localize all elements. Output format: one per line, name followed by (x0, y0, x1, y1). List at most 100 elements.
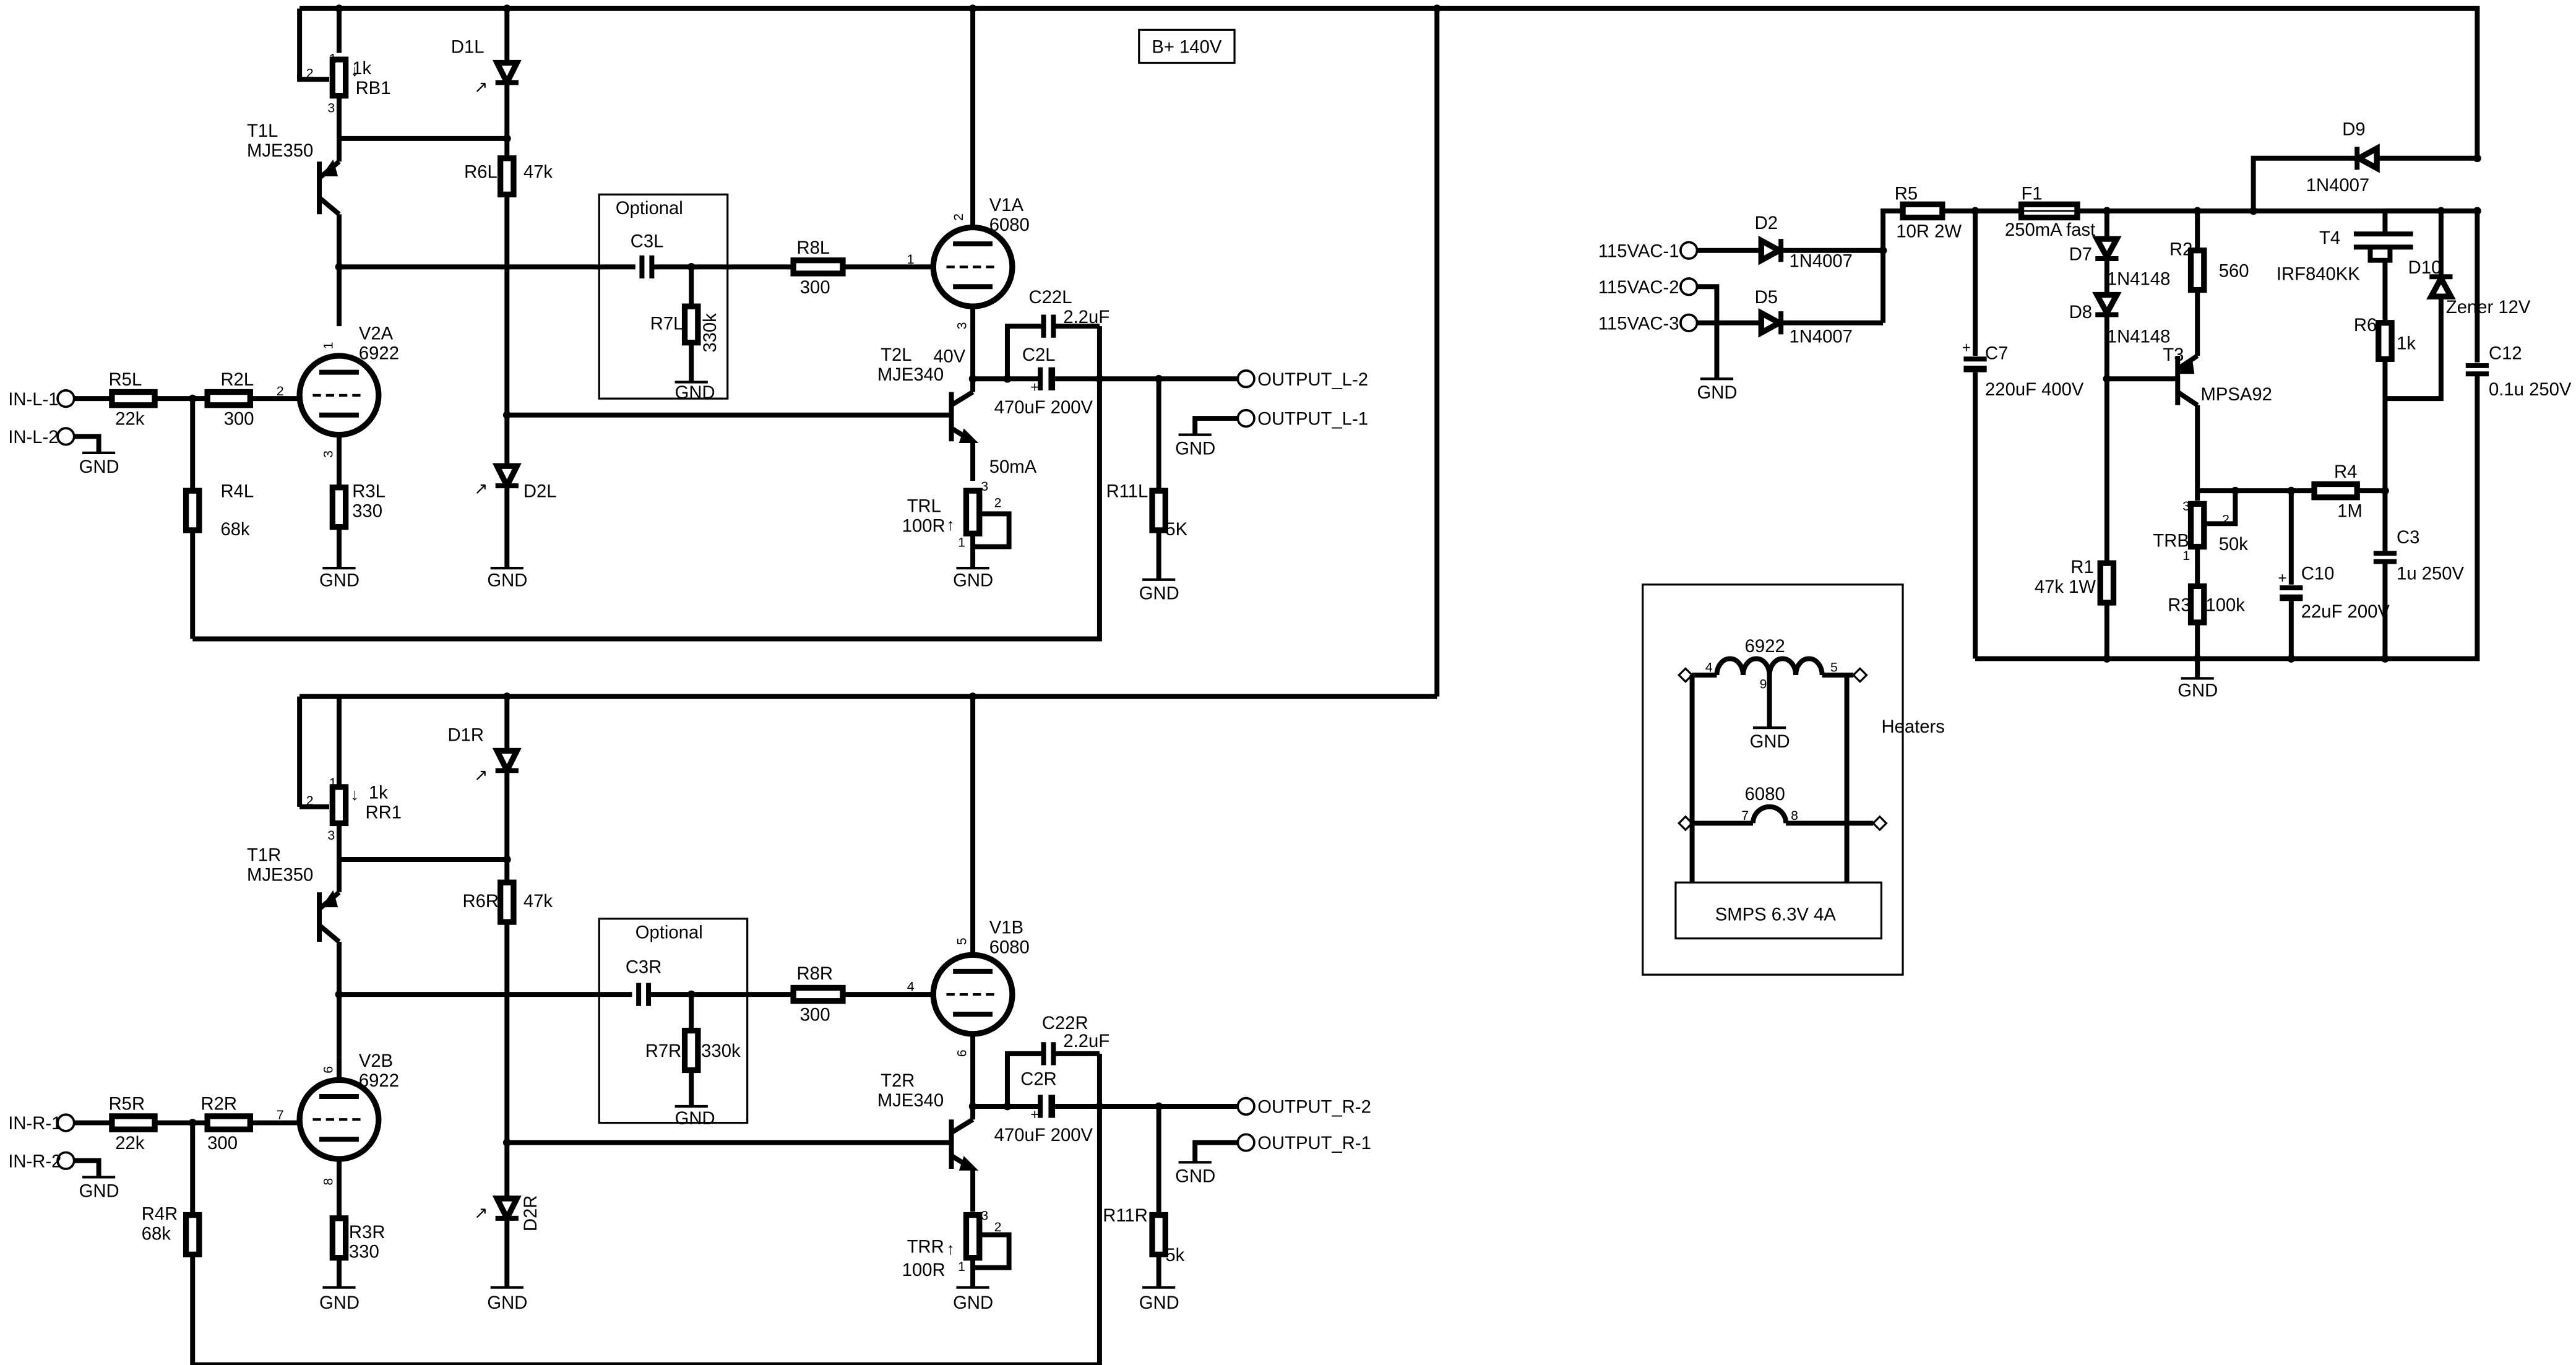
d8-value: 1N4148 (2107, 327, 2170, 347)
output-l-1-label: OUTPUT_L-1 (1257, 410, 1368, 429)
pin-label: 2 (951, 213, 966, 221)
r11l-ref: R11L (1106, 482, 1148, 502)
d1r-led (492, 747, 522, 777)
d1l-led (492, 59, 522, 89)
trr-value: 100R (902, 1260, 946, 1280)
r4l-resistor (183, 488, 202, 533)
output-l-1-terminal[interactable] (1236, 408, 1256, 428)
heaters-frame (1642, 583, 1904, 976)
t2l-ref: T2L (881, 345, 911, 365)
gnd-label: GND (319, 1293, 360, 1313)
pin-label: 3 (954, 322, 969, 330)
output-r-2-terminal[interactable] (1236, 1096, 1256, 1116)
r11r-value: 5k (1165, 1246, 1184, 1265)
v2b-value: 6922 (359, 1071, 399, 1091)
gnd-label: GND (2178, 681, 2218, 701)
r4-value: 1M (2337, 502, 2363, 522)
r7l-value: 330k (700, 313, 720, 353)
pin-label: 4 (907, 980, 915, 994)
r3-ref: R3 (2168, 595, 2190, 615)
rr1-ref: RR1 (366, 803, 402, 822)
output-r-1-terminal[interactable] (1236, 1133, 1256, 1152)
d9-diode (2353, 143, 2380, 173)
r5-value: 10R 2W (1896, 222, 1962, 241)
pin-label: 3 (327, 828, 335, 843)
r8l-ref: R8L (796, 238, 830, 258)
ac-3-terminal[interactable] (1679, 313, 1699, 332)
ac-2-label: 115VAC-2 (1598, 278, 1679, 298)
in-l-2-terminal[interactable] (56, 427, 75, 446)
r1-ref: R1 (2070, 558, 2093, 577)
c10-value: 22uF 200V (2301, 602, 2390, 622)
r6r-resistor (498, 879, 517, 925)
in-r-1-label: IN-R-1 (8, 1114, 61, 1134)
d2r-led (492, 1195, 522, 1225)
d2l-led (492, 463, 522, 493)
arrow-down-icon: ↓ (351, 785, 359, 804)
r6r-ref: R6R (462, 892, 499, 911)
d8-diode (2092, 291, 2122, 319)
r4l-value: 68k (220, 520, 250, 540)
r2r-ref: R2R (201, 1094, 238, 1114)
r5l-ref: R5L (109, 370, 142, 390)
d1l-ref: D1L (451, 38, 485, 58)
in-l-1-terminal[interactable] (56, 389, 75, 408)
power-supply: 115VAC-1 115VAC-2 115VAC-3 GND D2 1N4007… (1598, 120, 2572, 701)
r5r-value: 22k (115, 1134, 145, 1153)
heater-pin-terminal[interactable] (1851, 667, 1868, 683)
r11l-resistor (1149, 488, 1168, 533)
c22r-value: 2.2uF (1063, 1031, 1109, 1051)
ac-1-terminal[interactable] (1679, 241, 1699, 260)
r7l-resistor (681, 303, 701, 346)
pin-label: 3 (981, 1208, 988, 1223)
d2r-ref: D2R (521, 1195, 541, 1232)
pin-label: 9 (1760, 676, 1767, 691)
r2-ref: R2 (2169, 240, 2192, 260)
gnd-label: GND (1175, 1166, 1215, 1186)
output-l-2-label: OUTPUT_L-2 (1257, 370, 1368, 390)
d9-value: 1N4007 (2306, 176, 2369, 196)
trr-potentiometer (963, 1212, 983, 1261)
arrow-up-icon: ↑ (947, 515, 955, 534)
pin-label: 5 (1830, 660, 1838, 675)
t1l-ref: T1L (247, 121, 278, 141)
r8r-value: 300 (800, 1005, 830, 1025)
r3-value: 100k (2205, 595, 2245, 615)
d2l-ref: D2L (523, 482, 557, 502)
t2r-ref: T2R (881, 1071, 915, 1091)
r2l-ref: R2L (220, 370, 254, 390)
output-l-2-terminal[interactable] (1236, 369, 1256, 389)
c7-ref: C7 (1985, 343, 2008, 363)
pin-label: 1 (321, 342, 335, 350)
gnd-label: GND (79, 1181, 119, 1201)
t2l-value: MJE340 (877, 365, 944, 385)
pin-label: 2 (306, 66, 314, 80)
pin-label: 2 (2222, 512, 2229, 527)
c2l-ref: C2L (1022, 345, 1056, 365)
t3-ref: T3 (2163, 345, 2184, 365)
t3-value: MPSA92 (2201, 385, 2272, 405)
gnd-label: GND (675, 383, 715, 403)
r5l-value: 22k (115, 410, 145, 429)
gnd-label: GND (1139, 1293, 1179, 1313)
r6-ref: R6 (2354, 316, 2377, 335)
gnd-label: GND (319, 571, 360, 590)
pin-label: 2 (277, 384, 284, 398)
heater-pin-terminal[interactable] (1678, 667, 1694, 683)
heater-6922-label: 6922 (1745, 637, 1785, 657)
r11r-ref: R11R (1103, 1206, 1148, 1226)
c2r-value: 470uF 200V (994, 1126, 1093, 1145)
pin-label: 7 (1741, 808, 1749, 823)
d1r-ref: D1R (448, 725, 485, 745)
c3-value: 1u 250V (2397, 564, 2464, 584)
in-l-2-label: IN-L-2 (8, 428, 58, 447)
gnd-label: GND (675, 1109, 715, 1129)
output-r-2-label: OUTPUT_R-2 (1257, 1098, 1371, 1117)
heater-pin-terminal[interactable] (1871, 815, 1888, 832)
ac-2-terminal[interactable] (1679, 277, 1699, 296)
bplus-label-box: B+ 140V (1138, 28, 1236, 64)
t4-ref: T4 (2319, 228, 2340, 248)
optional-box (598, 918, 749, 1124)
optional-label: Optional (616, 199, 683, 218)
